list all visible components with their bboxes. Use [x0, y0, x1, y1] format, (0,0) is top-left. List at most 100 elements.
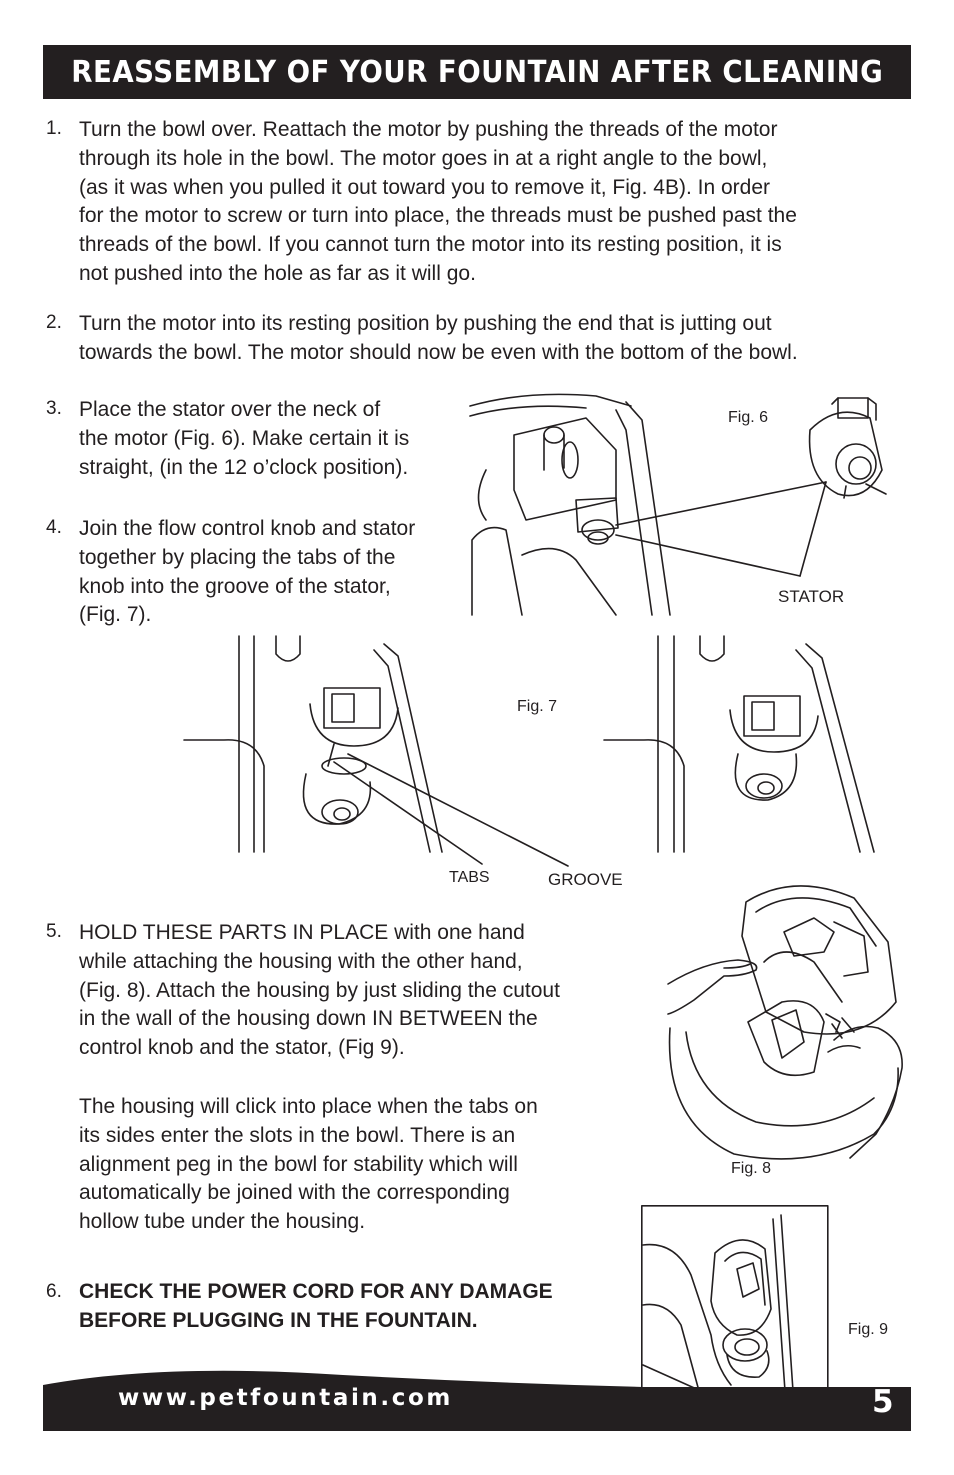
page-number: 5 — [872, 1384, 894, 1420]
housing-edge — [805, 643, 875, 853]
housing-inner — [763, 951, 843, 1003]
stator-top — [729, 709, 819, 753]
stator-top — [331, 693, 355, 723]
step-line: (as it was when you pulled it out toward… — [79, 175, 770, 199]
stator-top — [743, 695, 801, 737]
knob-body — [745, 773, 783, 799]
step-line: automatically be joined with the corresp… — [79, 1181, 510, 1205]
fig7-illustration — [183, 635, 875, 867]
housing-edge — [772, 1218, 786, 1392]
step-line: hollow tube under the housing. — [79, 1210, 366, 1234]
housing-inner — [783, 917, 835, 957]
step-line: Join the flow control knob and stator — [79, 517, 416, 540]
housing-edge — [795, 649, 861, 853]
housing-edge — [373, 649, 431, 853]
stator-body — [724, 1251, 766, 1306]
fig9-frame — [641, 1205, 829, 1391]
stator-detail — [808, 411, 883, 497]
step-line: the motor (Fig. 6). Make certain it is — [79, 426, 410, 450]
step-line: BEFORE PLUGGING IN THE FOUNTAIN. — [79, 1308, 478, 1332]
left-hand — [667, 959, 758, 1015]
step-6-text: CHECK THE POWER CORD FOR ANY DAMAGE BEFO… — [79, 1278, 553, 1336]
step-line: through its hole in the bowl. The motor … — [79, 146, 768, 170]
knob-body — [302, 773, 372, 825]
knob — [734, 1338, 760, 1356]
step-2-text: Turn the motor into its resting position… — [79, 310, 798, 368]
bowl-wall — [603, 739, 685, 853]
step-line: for the motor to screw or turn into plac… — [79, 204, 797, 228]
step-line: alignment peg in the bowl for stability … — [79, 1152, 518, 1176]
stator-small — [581, 519, 615, 541]
peg-slot — [275, 635, 301, 662]
stator-detail — [837, 397, 869, 419]
step-5-number: 5. — [46, 921, 62, 942]
right-hand — [833, 1025, 903, 1159]
footer-bar-shape — [43, 1370, 911, 1431]
right-hand — [831, 1017, 855, 1039]
housing-edge — [625, 401, 671, 616]
stator-small — [587, 531, 609, 545]
stator-callout: STATOR — [778, 587, 845, 606]
knob-body — [321, 799, 359, 825]
step-line: HOLD THESE PARTS IN PLACE with one hand — [79, 921, 525, 944]
bowl-wall — [642, 1303, 700, 1392]
fig6-label: Fig. 6 — [728, 409, 769, 426]
peg — [543, 426, 565, 444]
step-4-number: 4. — [46, 517, 62, 538]
motor-shape — [771, 1009, 805, 1059]
step-line: towards the bowl. The motor should now b… — [79, 340, 798, 364]
housing-edge — [615, 409, 653, 616]
step-6-number: 6. — [46, 1281, 62, 1302]
stator-top — [309, 703, 399, 747]
stator-body — [710, 1239, 772, 1336]
bowl-outline — [685, 1031, 875, 1127]
step-line: The housing will click into place when t… — [79, 1095, 538, 1118]
housing-inner — [833, 921, 869, 977]
fig6-illustration — [469, 393, 887, 616]
step-1-text: Turn the bowl over. Reattach the motor b… — [79, 116, 797, 289]
step-line: Turn the bowl over. Reattach the motor b… — [79, 118, 778, 141]
bowl-rim — [469, 393, 632, 407]
motor-shape — [747, 1000, 825, 1077]
bowl-wall — [183, 739, 265, 853]
step-line: Turn the motor into its resting position… — [79, 312, 772, 335]
bowl-wall — [642, 1243, 732, 1386]
callout-line — [799, 481, 827, 577]
housing-edge — [383, 643, 443, 853]
step-line: in the wall of the housing down IN BETWE… — [79, 1007, 538, 1031]
step-line: (Fig. 7). — [79, 603, 152, 627]
callout-line — [347, 753, 569, 867]
footer-url-link[interactable]: www.petfountain.com — [118, 1385, 453, 1411]
knob — [726, 1350, 770, 1378]
fig8-label: Fig. 8 — [731, 1160, 772, 1177]
peg — [543, 434, 565, 471]
step-line: threads of the bowl. If you cannot turn … — [79, 233, 782, 257]
step-5-text: HOLD THESE PARTS IN PLACE with one hand … — [79, 919, 560, 1063]
base-line — [642, 1364, 702, 1392]
step-line: straight, (in the 12 o’clock position). — [79, 455, 409, 479]
bowl-curve — [477, 469, 487, 521]
stator-body — [736, 1262, 760, 1298]
step-line: knob into the groove of the stator, — [79, 574, 391, 598]
page-title: REASSEMBLY OF YOUR FOUNTAIN AFTER CLEANI… — [71, 54, 883, 90]
fig9-label: Fig. 9 — [848, 1321, 889, 1338]
step-5-extra-text: The housing will click into place when t… — [79, 1093, 538, 1237]
footer-bar — [43, 1370, 911, 1431]
callout-line — [615, 534, 801, 577]
tabs-callout: TABS — [449, 869, 490, 886]
peg — [561, 441, 579, 479]
step-line: not pushed into the hole as far as it wi… — [79, 261, 476, 285]
stator-top — [323, 687, 381, 729]
knob — [321, 757, 367, 775]
tab — [327, 743, 335, 767]
right-hand — [827, 1044, 861, 1053]
bowl-wall — [471, 526, 523, 616]
knob-body — [734, 753, 798, 801]
step-2-number: 2. — [46, 312, 62, 333]
bowl-rim — [469, 405, 587, 417]
housing-edge — [780, 1214, 794, 1392]
callout-line — [615, 481, 827, 526]
step-3-text: Place the stator over the neck of the mo… — [79, 396, 409, 482]
step-line: its sides enter the slots in the bowl. T… — [79, 1123, 516, 1147]
step-4-text: Join the flow control knob and stator to… — [79, 515, 415, 630]
